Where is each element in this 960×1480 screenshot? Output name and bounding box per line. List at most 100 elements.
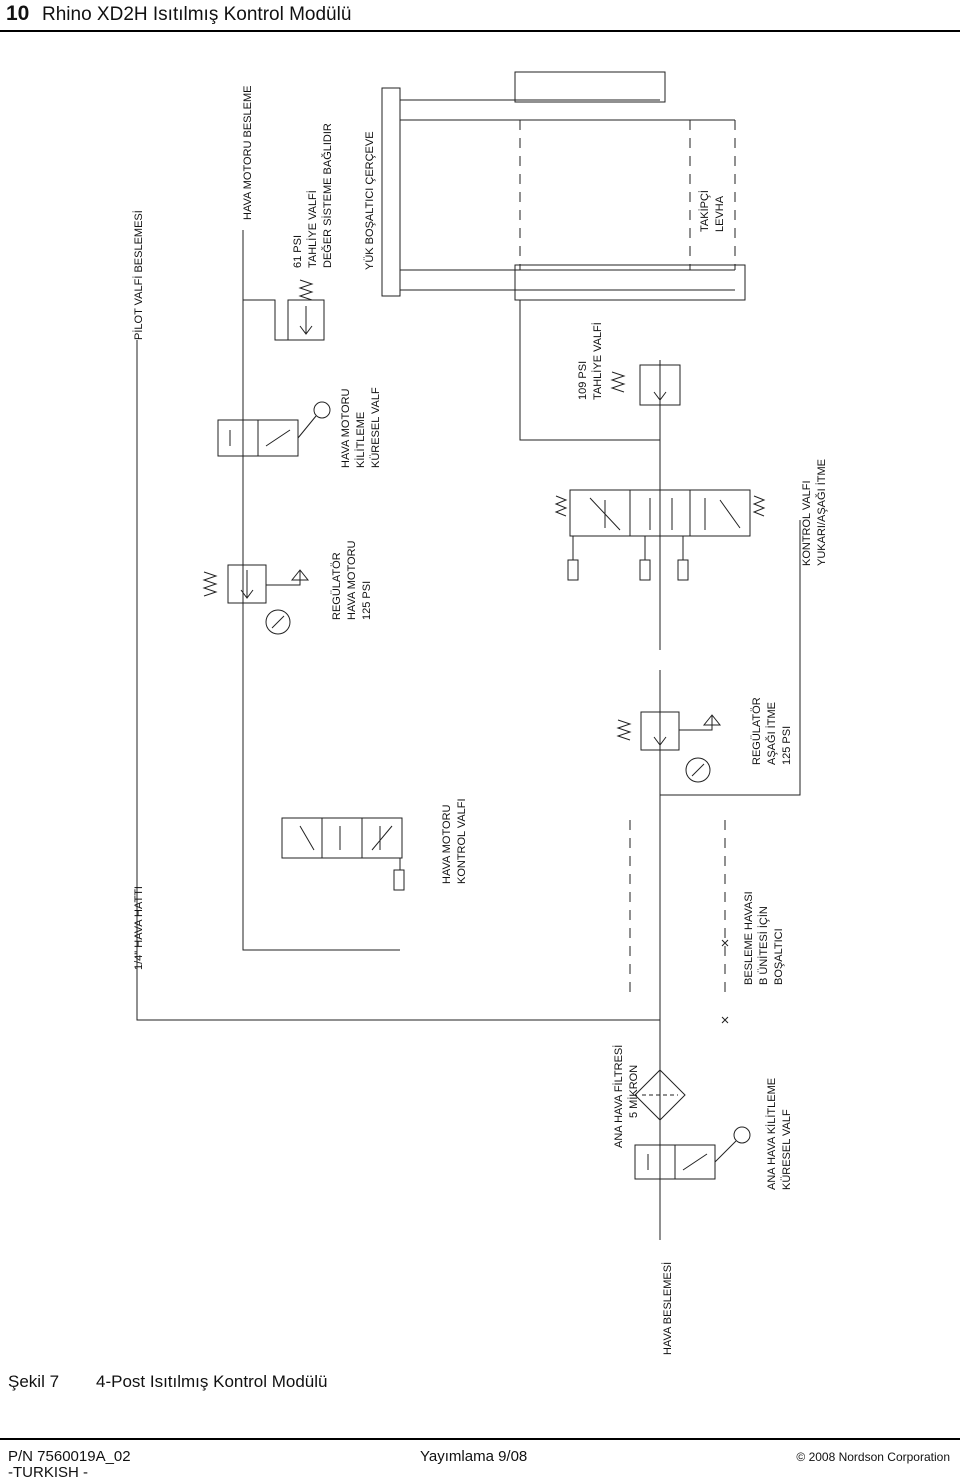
motor-regulator-label-2: HAVA MOTORU xyxy=(346,540,358,620)
motor-supply-line xyxy=(242,230,400,951)
control-valve-dividers xyxy=(629,490,691,536)
motor-ball-valve-label-3: KÜRESEL VALF xyxy=(370,387,382,468)
relief-valve-61-body xyxy=(287,299,325,341)
down-regulator-pilot xyxy=(679,714,722,731)
cylinder-left xyxy=(514,71,666,103)
pilot-supply-label: PİLOT VALFİ BESLEMESİ xyxy=(132,210,145,340)
control-valve-exhausts xyxy=(567,536,689,581)
main-filter-label-1: ANA HAVA FİLTRESİ xyxy=(612,1045,625,1148)
main-ball-valve-label-1: ANA HAVA KİLİTLEME xyxy=(765,1078,778,1190)
air-line-label: 1/4" HAVA HATTI xyxy=(133,886,145,970)
relief-valve-61-spring xyxy=(298,279,314,301)
relief-109-label-2: TAHLİYE VALFİ xyxy=(591,322,604,400)
down-regulator-gauge-needle xyxy=(691,763,705,777)
motor-ball-valve-label-2: KİLİTLEME xyxy=(354,412,367,468)
follower-plate-label-1: TAKİPÇİ xyxy=(698,190,711,232)
control-valve-body xyxy=(569,489,751,537)
down-regulator-gauge xyxy=(685,757,711,783)
motor-regulator-spring xyxy=(202,571,218,597)
publish-date: Yayımlama 9/08 xyxy=(420,1448,528,1465)
relief-valve-109-arrow xyxy=(653,370,667,401)
frame-post-bottom xyxy=(400,99,735,291)
control-valve-label-1: KONTROL VALFI xyxy=(801,480,813,566)
motor-regulator-label-3: 125 PSI xyxy=(361,581,373,620)
main-ball-valve-handle xyxy=(733,1126,751,1144)
relief-valve-109-body xyxy=(639,364,681,406)
motor-control-valve-body xyxy=(281,817,403,859)
motor-regulator-label-1: REGÜLATÖR xyxy=(331,552,343,620)
motor-regulator-body xyxy=(227,564,267,604)
part-number: P/N 7560019A_02 xyxy=(8,1448,131,1465)
motor-control-valve-label-2: KONTROL VALFI xyxy=(456,798,468,884)
relief-61-label-3: DEĞER SİSTEME BAĞLIDIR xyxy=(321,123,334,268)
relief-valve-61 xyxy=(287,279,325,341)
motor-control-valve xyxy=(281,817,405,891)
down-regulator-label-2: AŞAĞI İTME xyxy=(765,702,778,765)
down-regulator-body xyxy=(640,711,680,751)
relief-valve-61-arrow xyxy=(299,306,313,335)
air-supply-label: HAVA BESLEMESİ xyxy=(661,1262,674,1355)
main-ball-valve-divider xyxy=(647,1145,708,1179)
frame-top-bar xyxy=(381,87,401,297)
frame-post-top xyxy=(400,119,735,271)
control-to-frame-line xyxy=(519,300,661,470)
motor-ball-valve-label-1: HAVA MOTORU xyxy=(340,388,352,468)
air-lines xyxy=(136,230,801,1240)
load-frame xyxy=(381,71,746,301)
diagram-labels: PİLOT VALFİ BESLEMESİ 1/4" HAVA HATTI HA… xyxy=(132,86,828,1355)
down-regulator-label-3: 125 PSI xyxy=(781,726,793,765)
motor-control-valve-label-1: HAVA MOTORU xyxy=(441,804,453,884)
relief-valve-109-spring xyxy=(610,371,626,393)
motor-regulator-gauge xyxy=(265,609,291,635)
motor-control-valve-exhaust xyxy=(393,858,405,891)
cylinder-right xyxy=(514,264,746,301)
supply-drain-label-2: B ÜNİTESİ İÇİN xyxy=(757,906,770,985)
language-label: -TURKISH - xyxy=(8,1464,88,1480)
supply-drain-marks xyxy=(721,939,729,1024)
relief-109-label-1: 109 PSI xyxy=(577,361,589,400)
motor-ball-valve xyxy=(217,401,331,457)
down-regulator-arrow xyxy=(653,716,667,746)
copyright: © 2008 Nordson Corporation xyxy=(796,1450,950,1464)
supply-drain-label-1: BESLEME HAVASI xyxy=(743,891,755,985)
control-valve xyxy=(554,489,766,581)
supply-drain-box xyxy=(629,820,726,1000)
motor-ball-valve-divider xyxy=(229,420,291,456)
down-regulator-branch xyxy=(660,520,801,796)
down-regulator-label-1: REGÜLATÖR xyxy=(751,697,763,765)
page-title: Rhino XD2H Isıtılmış Kontrol Modülü xyxy=(42,4,352,25)
main-ball-valve-label-2: KÜRESEL VALF xyxy=(781,1109,793,1190)
relief-61-label: 61 PSI xyxy=(292,235,304,268)
supply-drain xyxy=(629,820,729,1024)
pilot-supply-line xyxy=(136,340,660,1021)
air-motor-supply-label: HAVA MOTORU BESLEME xyxy=(242,86,254,220)
follower-plate-label-2: LEVHA xyxy=(714,195,726,232)
control-valve-spring-right xyxy=(752,495,766,517)
page-number: 10 xyxy=(6,2,30,25)
supply-drain-label-3: BOŞALTICI xyxy=(773,928,785,985)
motor-branch-line xyxy=(243,299,300,341)
main-ball-valve xyxy=(634,1126,751,1180)
control-valve-label-2: YUKARI/AŞAĞI İTME xyxy=(815,459,828,566)
main-filter xyxy=(634,1069,686,1121)
relief-61-line-1: 61 PSI xyxy=(292,235,304,268)
motor-regulator-pilot xyxy=(266,569,310,586)
motor-regulator-gauge-needle xyxy=(271,615,285,629)
control-valve-spring-left xyxy=(554,495,568,517)
motor-control-valve-dividers xyxy=(321,818,363,858)
motor-control-valve-arrows xyxy=(299,825,393,851)
page-footer: P/N 7560019A_02 -TURKISH - Yayımlama 9/0… xyxy=(0,1438,960,1480)
relief-valve-109 xyxy=(610,364,681,406)
motor-regulator-arrow xyxy=(240,570,254,599)
motor-ball-valve-lever xyxy=(297,415,317,439)
main-filter-label-2: 5 MİKRON xyxy=(627,1065,640,1118)
relief-61-label-2: TAHLİYE VALFİ xyxy=(306,190,319,268)
figure-number: Şekil 7 xyxy=(8,1372,60,1391)
motor-regulator xyxy=(202,564,310,635)
follower-plate-dashes xyxy=(519,120,736,270)
figure-caption: 4-Post Isıtılmış Kontrol Modülü xyxy=(96,1372,328,1391)
main-filter-diamond xyxy=(634,1069,686,1121)
load-frame-label: YÜK BOŞALTICI ÇERÇEVE xyxy=(364,131,376,270)
motor-ball-valve-handle xyxy=(313,401,331,419)
pneumatic-schematic: PİLOT VALFİ BESLEMESİ 1/4" HAVA HATTI HA… xyxy=(132,71,828,1355)
